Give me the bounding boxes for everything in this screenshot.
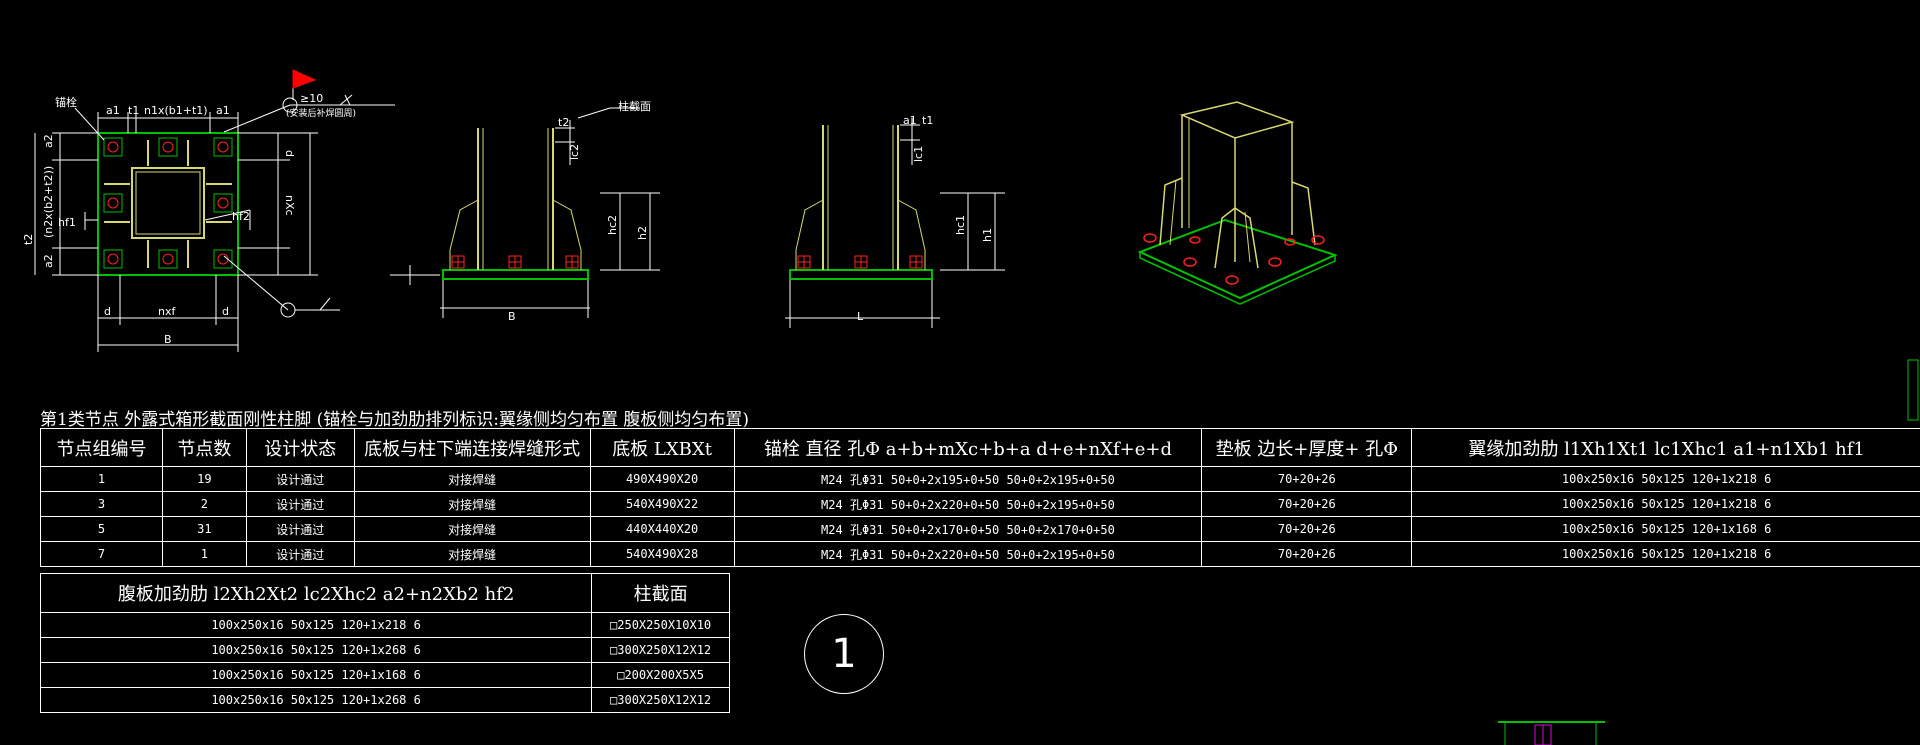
svg-text:t1: t1 (922, 114, 933, 127)
svg-text:L: L (857, 310, 864, 323)
node-table-header: 节点组编号 节点数 设计状态 底板与柱下端连接焊缝形式 底板 LXBXt 锚栓 … (40, 428, 1920, 467)
col-header: 底板与柱下端连接焊缝形式 (353, 428, 591, 467)
svg-text:h2: h2 (636, 226, 649, 240)
svg-text:d: d (104, 305, 111, 318)
scroll-marker (1907, 359, 1919, 421)
svg-text:t2: t2 (558, 116, 569, 129)
svg-text:lc2: lc2 (568, 144, 581, 160)
node-table: 节点组编号 节点数 设计状态 底板与柱下端连接焊缝形式 底板 LXBXt 锚栓 … (40, 428, 1920, 567)
svg-text:nXc: nXc (283, 195, 296, 216)
svg-text:a1: a1 (216, 104, 230, 117)
col-header: 底板 LXBXt (589, 428, 735, 467)
svg-text:t1: t1 (128, 104, 139, 117)
col-header: 翼缘加劲肋 l1Xh1Xt1 lc1Xhc1 a1+n1Xb1 hf1 (1411, 428, 1920, 467)
detail-title: 第1类节点 外露式箱形截面刚性柱脚 (锚栓与加劲肋排列标识:翼缘侧均匀布置 腹板… (40, 410, 750, 430)
svg-text:锚栓: 锚栓 (55, 95, 77, 109)
detail-number-bubble: 1 (804, 614, 884, 694)
flag-icon (292, 69, 317, 89)
col-header: 节点数 (161, 428, 247, 467)
base-plate (97, 132, 239, 276)
plan-labels: a1 t1 n1x(b1+t1) a1 锚栓 ≥10 (安装后补焊圆周) a2 … (22, 92, 356, 346)
section-2-labels: a1 t1 lc1 hc1 h1 L (857, 114, 994, 323)
plan-bolts (103, 137, 233, 269)
col-header: 设计状态 (245, 428, 355, 467)
svg-text:柱截面: 柱截面 (618, 99, 651, 113)
svg-text:n1x(b1+t1): n1x(b1+t1) (144, 104, 208, 117)
column-box (131, 167, 205, 239)
stiffener-table: 腹板加劲肋 l2Xh2Xt2 lc2Xhc2 a2+n2Xb2 hf2 柱截面 … (39, 573, 730, 713)
svg-text:t2: t2 (22, 234, 35, 245)
col-header: 锚栓 直径 孔Φ a+b+mXc+b+a d+e+nXf+e+d (733, 428, 1203, 467)
svg-text:h1: h1 (981, 228, 994, 242)
section-1-labels: 柱截面 t2 lc2 hc2 h2 B (508, 99, 651, 323)
svg-text:a1: a1 (106, 104, 120, 117)
svg-text:B: B (508, 310, 516, 323)
svg-text:a2: a2 (42, 254, 55, 268)
svg-text:hf1: hf1 (58, 216, 76, 229)
svg-text:(安装后补焊圆周): (安装后补焊圆周) (286, 107, 356, 119)
svg-text:a1: a1 (903, 114, 917, 127)
svg-text:nxf: nxf (158, 305, 176, 318)
plan-view (34, 69, 395, 352)
table-row: 100x250x16 50x125 120+1x268 6□300X250X12… (39, 637, 730, 663)
col-header: 垫板 边长+厚度+ 孔Φ (1201, 428, 1413, 467)
svg-text:hf2: hf2 (232, 210, 250, 223)
svg-text:hc2: hc2 (606, 215, 619, 235)
svg-text:d: d (222, 305, 229, 318)
section-view-1 (390, 107, 660, 318)
svg-text:B: B (164, 333, 172, 346)
stiffener-table-header: 腹板加劲肋 l2Xh2Xt2 lc2Xhc2 a2+n2Xb2 hf2 柱截面 (39, 573, 730, 613)
table-row: 100x250x16 50x125 120+1x268 6□300X250X12… (39, 687, 730, 713)
col-header: 柱截面 (591, 573, 730, 613)
table-row: 100x250x16 50x125 120+1x218 6□250X250X10… (39, 612, 730, 638)
col-header: 节点组编号 (40, 428, 163, 467)
svg-text:hc1: hc1 (954, 215, 967, 235)
isometric-view (1137, 101, 1338, 305)
section-view-2 (785, 118, 1005, 328)
table-row: 100x250x16 50x125 120+1x168 6□200X200X5X… (39, 662, 730, 688)
svg-text:d: d (283, 150, 296, 157)
svg-text:lc1: lc1 (912, 146, 925, 162)
svg-text:≥10: ≥10 (300, 92, 323, 105)
svg-text:(n2x(b2+t2)): (n2x(b2+t2)) (42, 166, 55, 238)
svg-text:a2: a2 (42, 134, 55, 148)
col-header: 腹板加劲肋 l2Xh2Xt2 lc2Xhc2 a2+n2Xb2 hf2 (39, 573, 593, 613)
partial-detail (1498, 721, 1605, 745)
